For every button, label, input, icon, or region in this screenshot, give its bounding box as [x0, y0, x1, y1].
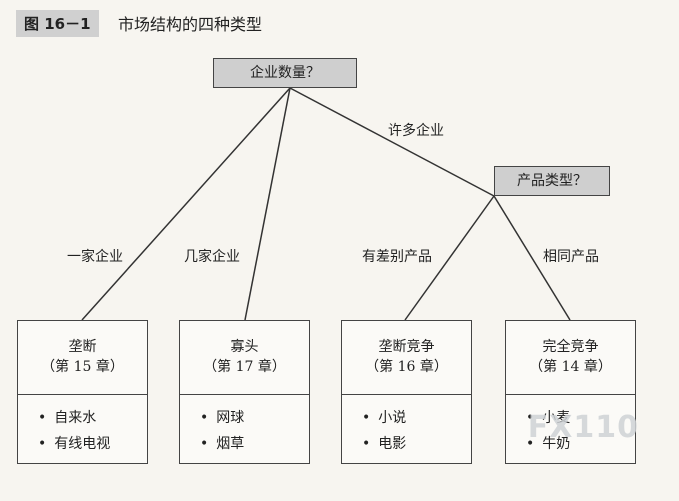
edge-root-monopoly [81, 87, 291, 321]
edge-product-perfect [493, 195, 571, 321]
bullet-icon: • [200, 410, 209, 426]
example-item: • 牛奶 [526, 431, 635, 457]
market-name: 寡头 [230, 339, 259, 355]
example-item: • 烟草 [200, 431, 309, 457]
market-chapter: （第 17 章） [203, 359, 286, 375]
firm-count-question: 企业数量？ [213, 58, 357, 88]
figure-number: 图 16－1 [16, 10, 99, 37]
example-item: • 电影 [362, 431, 471, 457]
example-text: 小麦 [542, 410, 571, 426]
example-text: 牛奶 [542, 436, 571, 452]
bullet-icon: • [362, 410, 371, 426]
edge-root-oligopoly [244, 87, 291, 321]
example-item: • 小麦 [526, 405, 635, 431]
bullet-icon: • [362, 436, 371, 452]
example-item: • 小说 [362, 405, 471, 431]
market-card-perfect-competition: 完全竞争 （第 14 章） • 小麦 • 牛奶 [505, 320, 636, 464]
edge-label-identical: 相同产品 [543, 249, 599, 265]
example-item: • 自来水 [38, 405, 147, 431]
market-name: 完全竞争 [542, 339, 599, 355]
edge-root-product-type [289, 87, 495, 197]
edge-label-differentiated: 有差别产品 [362, 249, 432, 265]
example-item: • 有线电视 [38, 431, 147, 457]
market-card-monopoly: 垄断 （第 15 章） • 自来水 • 有线电视 [17, 320, 148, 464]
edge-label-one-firm: 一家企业 [67, 249, 123, 265]
example-text: 电影 [378, 436, 407, 452]
example-text: 有线电视 [54, 436, 111, 452]
bullet-icon: • [38, 410, 47, 426]
bullet-icon: • [38, 436, 47, 452]
example-text: 网球 [216, 410, 245, 426]
bullet-icon: • [200, 436, 209, 452]
figure-title: 市场结构的四种类型 [118, 15, 263, 34]
edge-product-monopolistic [404, 195, 495, 321]
watermark-logo: FX110 [527, 410, 639, 445]
market-name: 垄断竞争 [378, 339, 435, 355]
market-card-monopolistic-competition: 垄断竞争 （第 16 章） • 小说 • 电影 [341, 320, 472, 464]
product-type-question: 产品类型？ [494, 166, 610, 196]
example-text: 自来水 [54, 410, 97, 426]
market-chapter: （第 14 章） [529, 359, 612, 375]
edge-label-few-firms: 几家企业 [184, 249, 240, 265]
bullet-icon: • [526, 410, 535, 426]
bullet-icon: • [526, 436, 535, 452]
edge-label-many-firms: 许多企业 [388, 123, 444, 139]
example-text: 烟草 [216, 436, 245, 452]
market-name: 垄断 [68, 339, 97, 355]
example-text: 小说 [378, 410, 407, 426]
example-item: • 网球 [200, 405, 309, 431]
market-chapter: （第 16 章） [365, 359, 448, 375]
market-card-oligopoly: 寡头 （第 17 章） • 网球 • 烟草 [179, 320, 310, 464]
market-chapter: （第 15 章） [41, 359, 124, 375]
